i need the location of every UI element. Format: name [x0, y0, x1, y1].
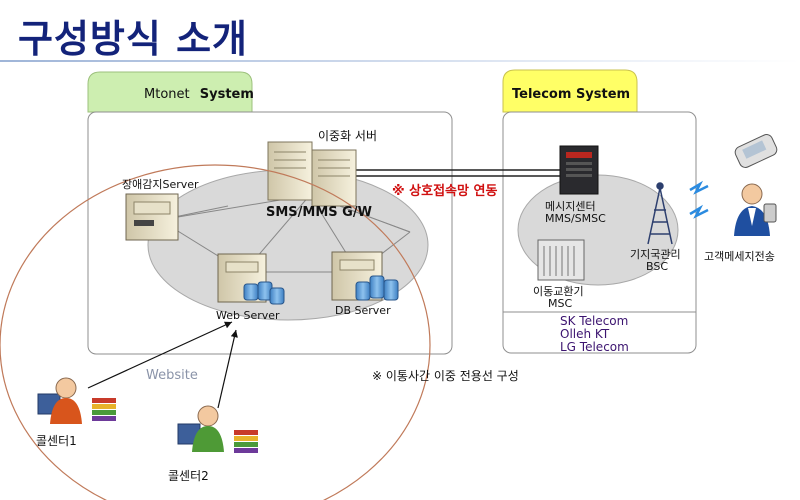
carrier-list: SK Telecom Olleh KT LG Telecom	[560, 315, 629, 354]
fault-server-label: 장애감지Server	[122, 178, 199, 191]
wireless-signal-icon	[689, 180, 709, 219]
db-server-label: DB Server	[335, 304, 391, 317]
db-server-icon	[331, 251, 399, 301]
carrier-item: LG Telecom	[560, 340, 629, 354]
msc-switch-icon	[537, 239, 585, 281]
callcenter2-arrow	[217, 329, 238, 409]
carrier-item: SK Telecom	[560, 314, 629, 328]
callcenter1-arrow	[87, 321, 233, 389]
telecom-tab	[502, 69, 638, 113]
mtonet-tab-label: Mtonet System	[144, 87, 254, 102]
message-center-server-icon	[559, 145, 599, 195]
website-label: Website	[146, 368, 198, 383]
carrier-item: Olleh KT	[560, 327, 610, 341]
callcenter1-label: 콜센터1	[36, 434, 77, 448]
telecom-tab-label: Telecom System	[512, 87, 631, 102]
dedicated-line-note: ※ 이통사간 이중 전용선 구성	[372, 369, 519, 383]
message-center-label-ko: 메시지센터	[545, 200, 596, 213]
bsc-label-ko: 기지국관리	[630, 248, 681, 261]
phone-icon	[734, 134, 778, 168]
website-boundary-ellipse	[0, 164, 431, 500]
dual-server-icon	[267, 141, 357, 207]
mtonet-tab	[87, 71, 253, 113]
bsc-tower-icon	[647, 182, 673, 245]
interconnect-note: ※ 상호접속망 연동	[392, 184, 498, 199]
customer-label: 고객메세지전송	[704, 250, 775, 263]
callcenter2-icon	[177, 405, 258, 453]
gateway-label: SMS/MMS G/W	[266, 205, 372, 220]
title-divider	[0, 60, 800, 62]
callcenter2-label: 콜센터2	[168, 469, 209, 483]
msc-label-ko: 이동교환기	[533, 285, 584, 298]
mtonet-tab-prefix: Mtonet	[144, 87, 190, 102]
customer-person-icon	[734, 183, 777, 236]
bsc-label-en: BSC	[646, 260, 669, 273]
dual-server-label: 이중화 서버	[318, 129, 378, 143]
fault-server-icon	[125, 193, 179, 241]
web-server-label: Web Server	[216, 309, 280, 322]
mtonet-tab-bold: System	[199, 87, 254, 102]
page-title: 구성방식 소개	[18, 17, 248, 61]
callcenter1-icon	[37, 377, 116, 424]
message-center-label-en: MMS/SMSC	[545, 212, 606, 225]
web-server-icon	[217, 253, 285, 305]
msc-label-en: MSC	[548, 297, 573, 310]
